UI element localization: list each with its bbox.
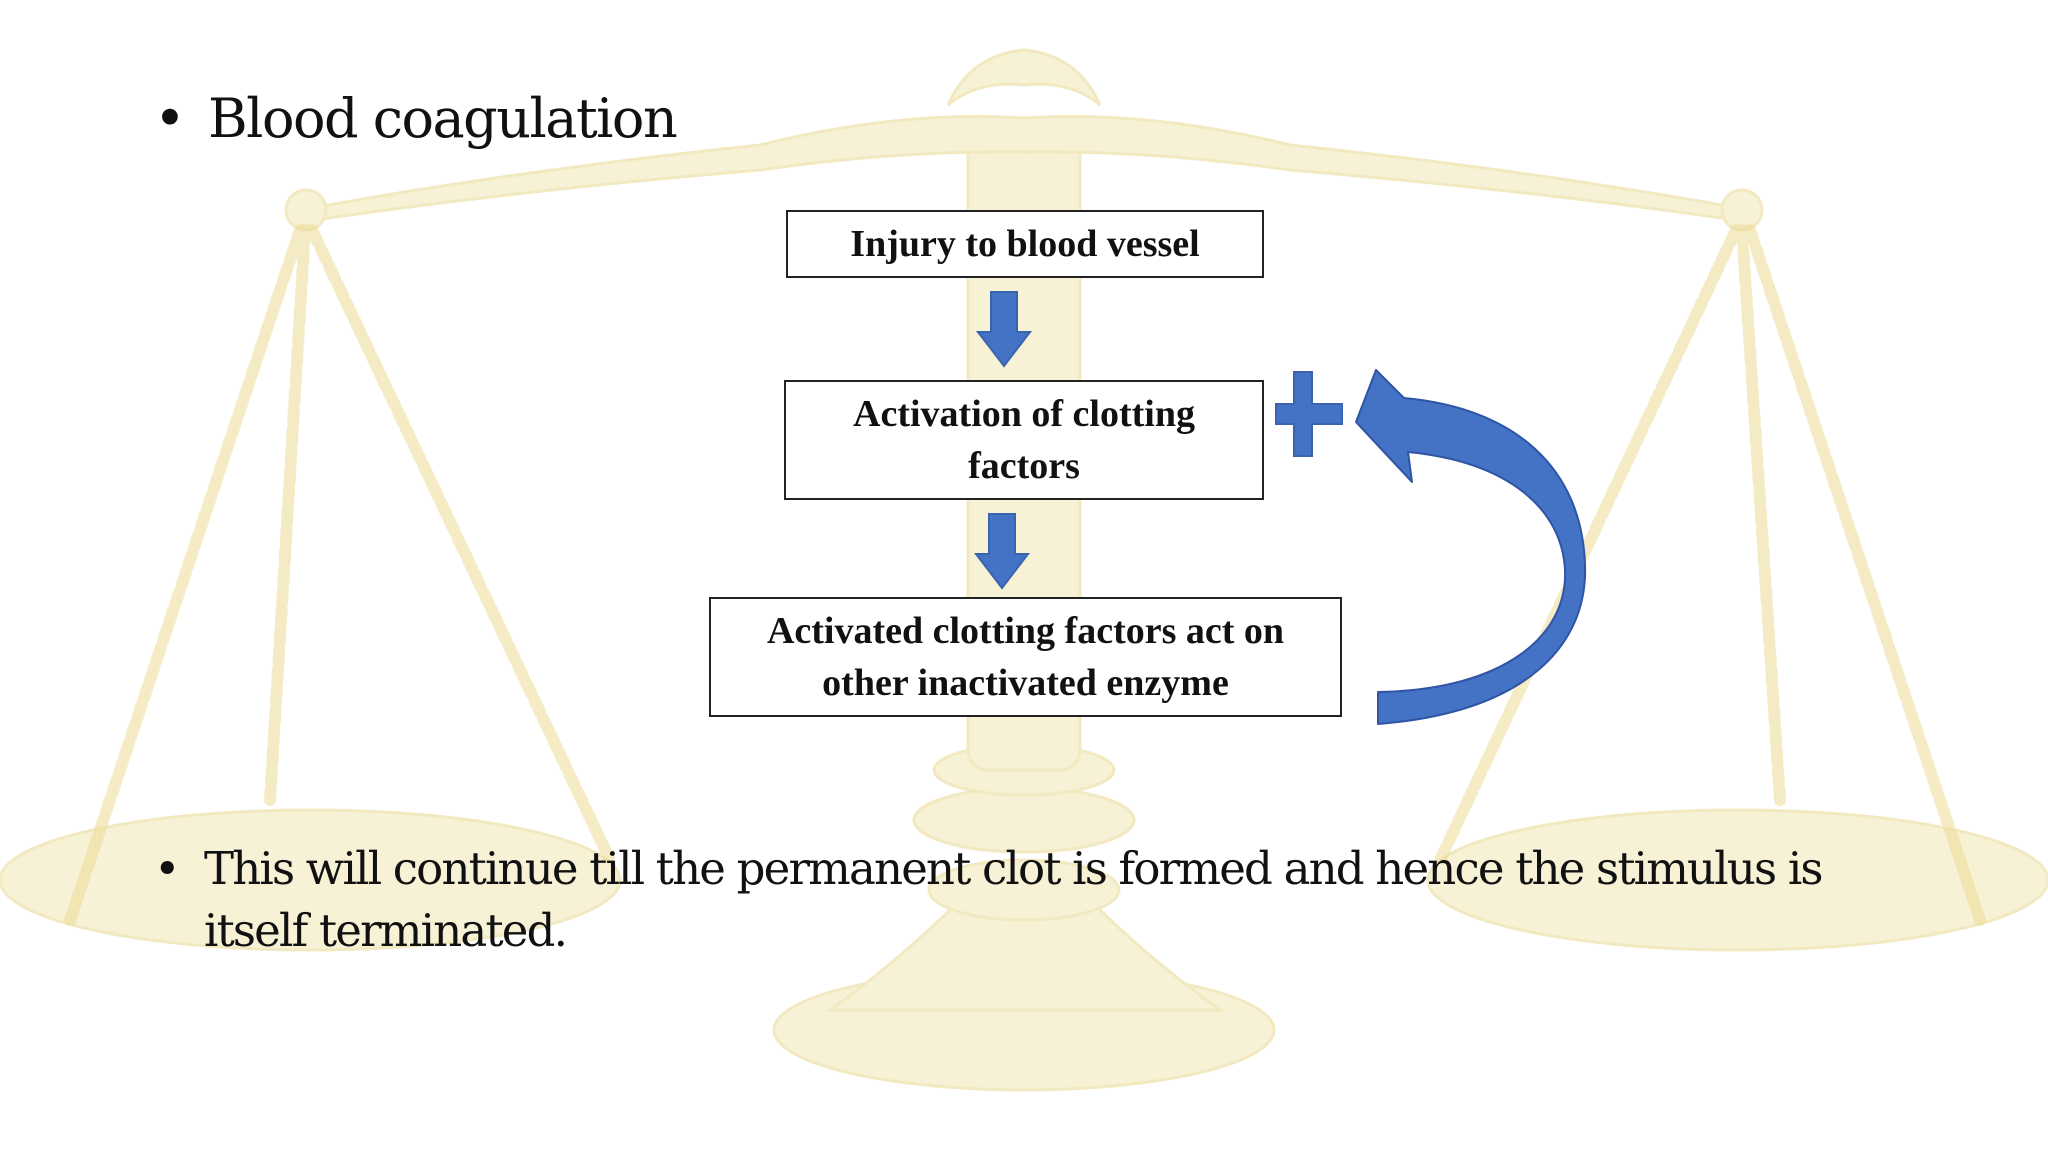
down-arrow-icon xyxy=(975,291,1033,368)
bullet-symbol: • xyxy=(154,842,181,895)
bullet-blood-coagulation: • Blood coagulation xyxy=(154,84,678,154)
bullet-text: Blood coagulation xyxy=(208,87,678,150)
curved-feedback-arrow-icon xyxy=(1355,369,1587,725)
bullet-symbol: • xyxy=(154,87,186,150)
flow-box-activated: Activated clotting factors act on other … xyxy=(709,597,1342,717)
flow-box-activation: Activation of clotting factors xyxy=(784,380,1264,500)
down-arrow-icon xyxy=(973,513,1031,590)
flow-box-injury: Injury to blood vessel xyxy=(786,210,1264,278)
bullet-text: This will continue till the permanent cl… xyxy=(204,842,1824,957)
plus-icon xyxy=(1275,371,1343,457)
bullet-continue-clot: • This will continue till the permanent … xyxy=(154,838,1858,962)
